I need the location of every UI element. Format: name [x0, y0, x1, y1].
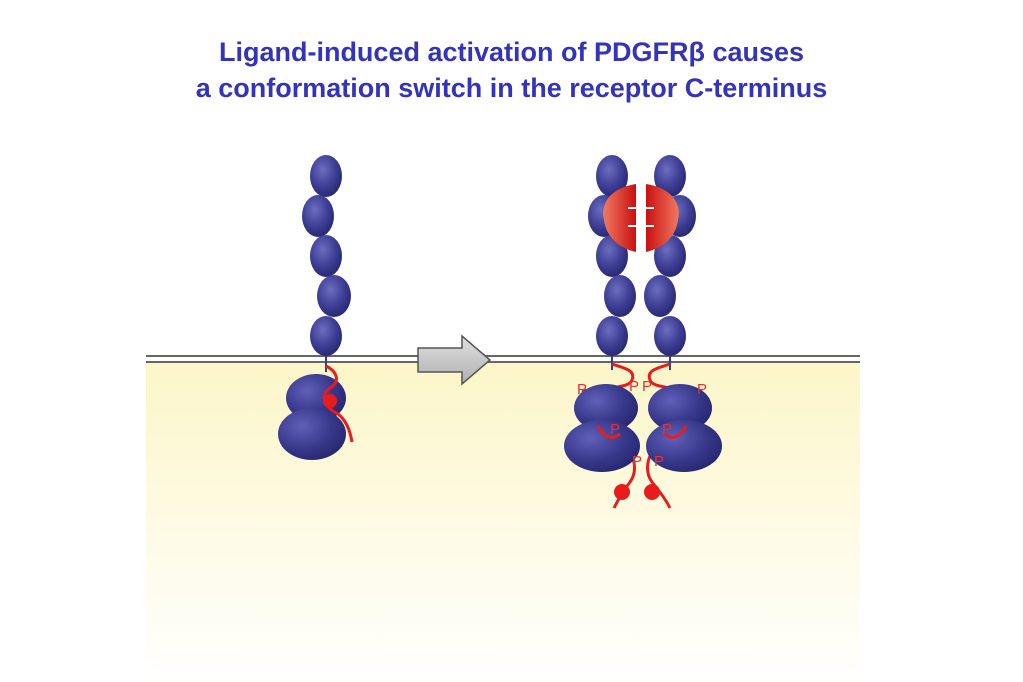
phospho-site-3: P	[642, 378, 652, 395]
phospho-site-5: P	[610, 421, 620, 438]
right-monomer-domains	[644, 155, 696, 356]
phosphorylation-sites: P P P P P P P P	[577, 378, 707, 470]
title-line-2: a conformation switch in the receptor C-…	[195, 73, 828, 103]
left-tail-dot	[614, 484, 630, 500]
title-line-1: Ligand-induced activation of PDGFRβ caus…	[218, 37, 805, 67]
kinase-domains-pair	[564, 384, 722, 472]
extracellular-domains	[302, 155, 351, 356]
pdgf-ligand	[603, 184, 679, 252]
phospho-site-6: P	[662, 421, 672, 438]
right-tail-dot	[644, 484, 660, 500]
phospho-site-1: P	[577, 381, 587, 398]
transition-arrow	[417, 334, 492, 386]
cytoplasm-region	[146, 363, 860, 682]
activated-receptor-dimer: P P P P P P P P	[564, 155, 722, 509]
phospho-site-8: P	[654, 453, 664, 470]
slide-title: Ligand-induced activation of PDGFRβ caus…	[0, 34, 1023, 106]
tail-anchor-dot	[323, 394, 337, 408]
phospho-site-2: P	[629, 378, 639, 395]
inactive-receptor	[278, 155, 354, 460]
phospho-site-7: P	[632, 453, 642, 470]
cell-membrane	[146, 355, 860, 363]
phospho-site-4: P	[697, 381, 707, 398]
left-monomer-domains	[588, 155, 636, 356]
